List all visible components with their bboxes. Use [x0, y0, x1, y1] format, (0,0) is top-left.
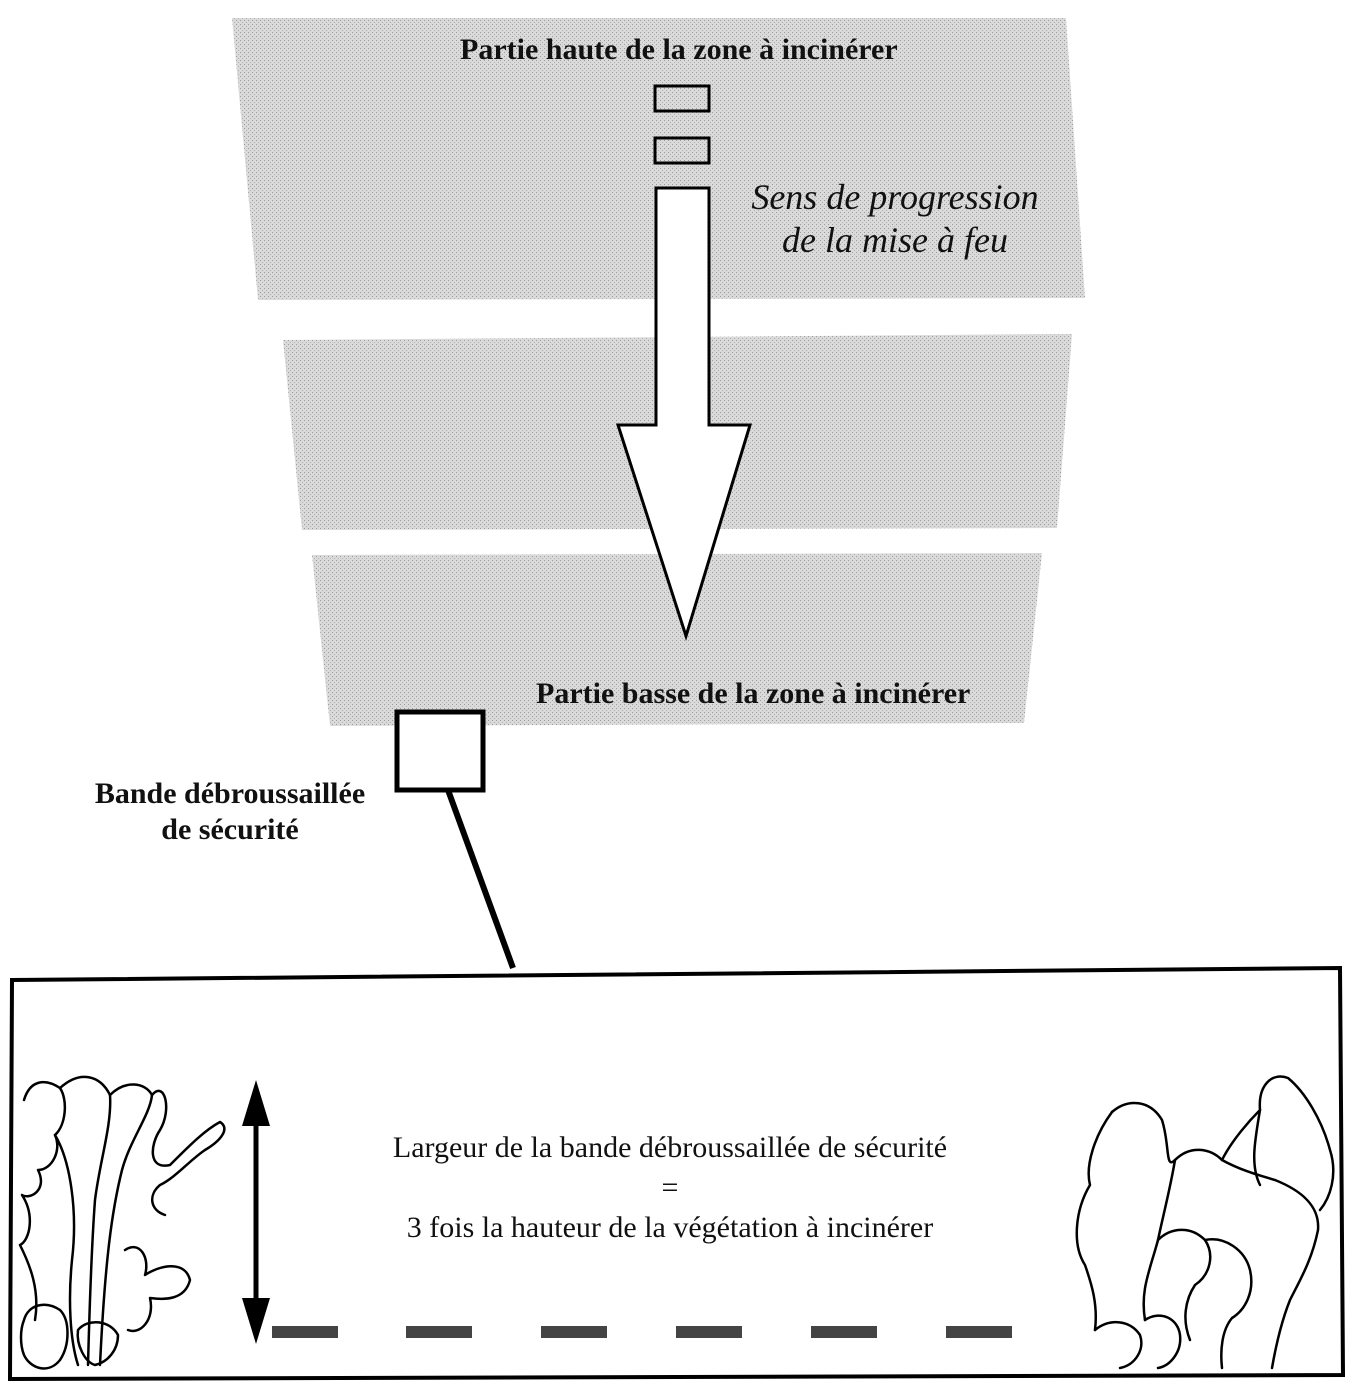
ground-dash	[811, 1326, 877, 1338]
detail-box	[7, 965, 1346, 1382]
ground-dash	[541, 1326, 607, 1338]
burn-zone-band-bottom	[312, 553, 1042, 726]
width-rule-line3: 3 fois la hauteur de la végétation à inc…	[406, 1211, 934, 1244]
safety-strip-label-line1: Bande débroussaillée	[94, 777, 366, 810]
ignition-mark-2	[653, 136, 711, 165]
vegetation-right-icon	[1075, 1075, 1335, 1370]
strip-marker-box	[394, 709, 486, 793]
safety-strip-label: Bande débroussaillée de sécurité	[80, 776, 380, 848]
width-rule-text: Largeur de la bande débroussaillée de sé…	[340, 1130, 1000, 1246]
progression-arrow	[615, 186, 753, 642]
width-rule-line1: Largeur de la bande débroussaillée de sé…	[392, 1131, 948, 1164]
ground-dash	[946, 1326, 1012, 1338]
progression-label-line2: de la mise à feu	[782, 220, 1008, 261]
top-zone-label: Partie haute de la zone à incinérer	[460, 33, 898, 66]
progression-label: Sens de progression de la mise à feu	[730, 176, 1060, 262]
safety-strip-label-line2: de sécurité	[161, 813, 299, 846]
width-rule-equals: =	[661, 1171, 679, 1204]
connector-line	[445, 788, 516, 970]
progression-label-line1: Sens de progression	[751, 177, 1039, 217]
ground-dash-line	[272, 1326, 1012, 1338]
bottom-zone-label: Partie basse de la zone à incinérer	[536, 677, 971, 710]
ground-dash	[272, 1326, 338, 1338]
ground-dash	[406, 1326, 472, 1338]
ground-dash	[676, 1326, 742, 1338]
width-arrow-head-up	[242, 1080, 270, 1126]
burn-zone-band-top	[232, 18, 1085, 300]
ignition-mark-1	[653, 84, 711, 113]
vegetation-left-icon	[18, 1075, 226, 1370]
width-arrow-head-down	[242, 1298, 270, 1344]
